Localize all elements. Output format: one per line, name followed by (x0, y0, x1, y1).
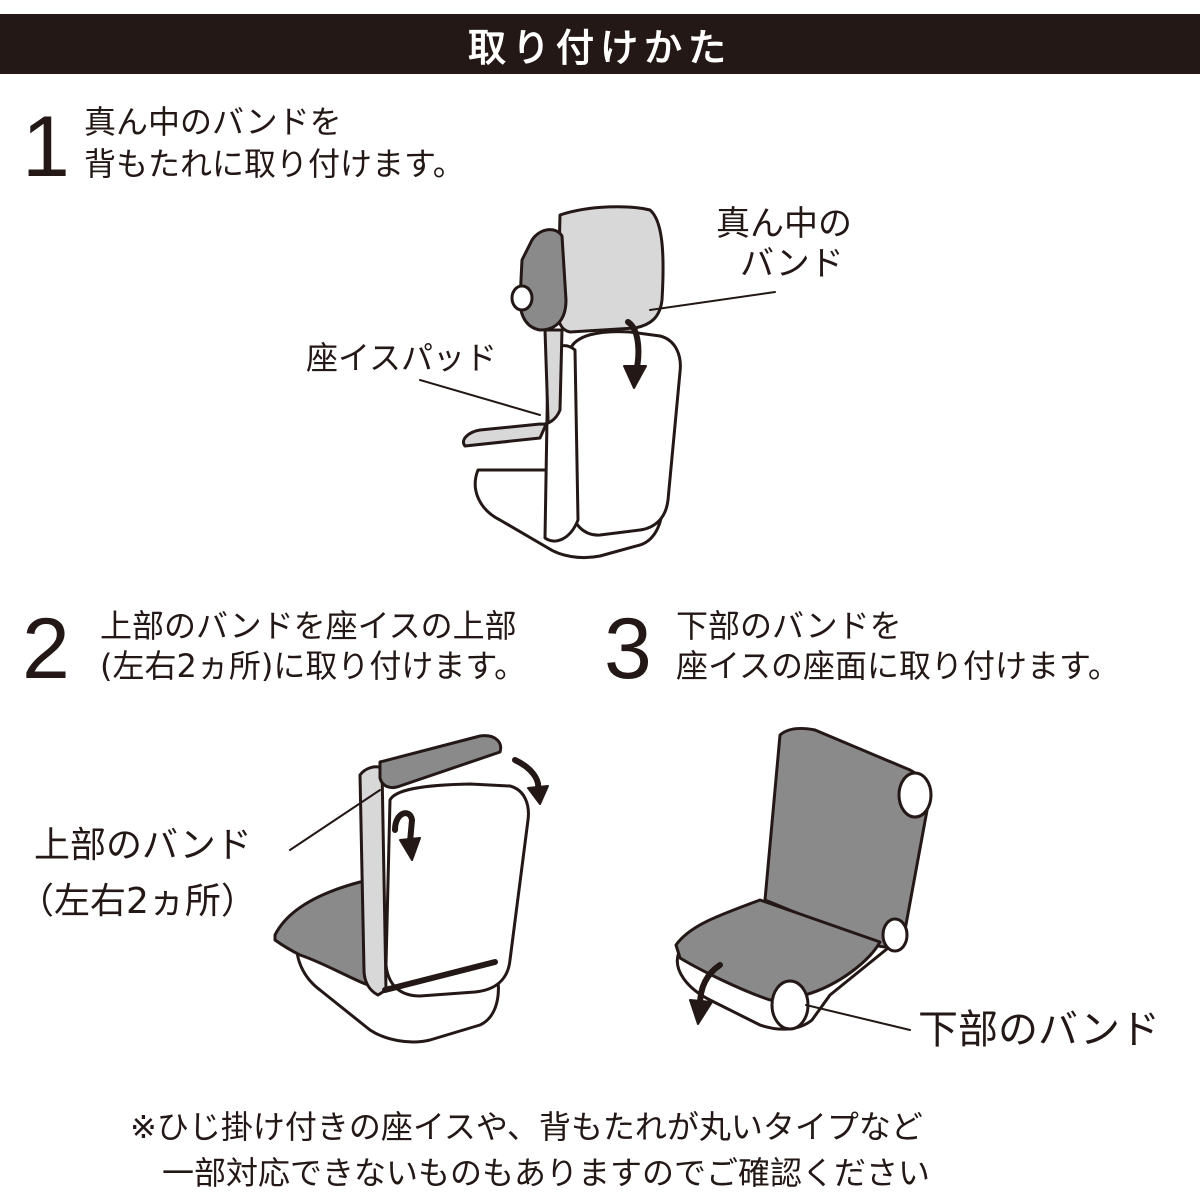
curved-arrow-left (392, 810, 415, 845)
down-arrow-3-head (689, 999, 713, 1025)
seat-pad-hanging (462, 328, 564, 448)
step-1-number: 1 (22, 99, 70, 195)
lower-band-leader (805, 1004, 911, 1031)
seat-pad-label: 座イスパッド (306, 339, 498, 377)
seat-3-lower-band-loop (770, 979, 810, 1031)
section-title: 取り付けかた (467, 25, 732, 70)
step-3-line-1: 下部のバンドを (676, 607, 902, 645)
band-knob (510, 284, 534, 312)
step-2-line-2: (左右2ヵ所)に取り付けます。 (100, 647, 527, 685)
seat-2-top-band (378, 734, 503, 790)
middle-band-leader (649, 291, 776, 311)
step-3-line-2: 座イスの座面に取り付けます。 (676, 647, 1120, 685)
seat-2-backrest (384, 782, 530, 998)
upper-band-label-line-1: 上部のバンド (34, 825, 252, 866)
curved-arrow-right-head (527, 785, 549, 805)
step-1-seat-illustration (419, 205, 776, 560)
upper-band-leader (289, 789, 381, 851)
section-title-bar: 取り付けかた (0, 14, 1200, 74)
step-1-line-2: 背もたれに取り付けます。 (84, 145, 465, 183)
seat-2-lower-band (382, 959, 498, 993)
seat-backrest (568, 330, 682, 537)
down-arrow-head (623, 365, 647, 389)
step-1-line-1: 真ん中のバンドを (84, 103, 342, 141)
curved-arrow-right (512, 757, 542, 793)
middle-band-label-line-1: 真ん中の (716, 204, 852, 244)
seat-pad-top (556, 205, 665, 334)
footnote-line-1: ※ひじ掛け付きの座イスや、背もたれが丸いタイプなど (130, 1108, 923, 1146)
seat-3-side-band-loop (881, 917, 909, 953)
seat-pad-inner (518, 228, 568, 332)
step-2-seat-illustration (273, 734, 549, 1044)
seat-3-seat-pad (674, 898, 882, 1002)
curved-arrow-left-head (399, 837, 421, 861)
seat-3-top-band-loop (897, 771, 933, 819)
step-2-line-1: 上部のバンドを座イスの上部 (100, 607, 517, 645)
middle-band-label-line-2: バンド (740, 244, 844, 284)
lower-band-label: 下部のバンド (918, 1007, 1160, 1053)
seat-2-pad-back (358, 765, 388, 997)
seat-2-pad-seat (273, 878, 386, 992)
upper-band-label-line-2: （左右2ヵ所） (18, 881, 257, 922)
step-2-number: 2 (22, 601, 70, 697)
footnote-line-2: 一部対応できないものもありますのでご確認ください (162, 1154, 931, 1192)
step-3-seat-illustration (674, 726, 933, 1031)
seat-pad-leader (419, 379, 541, 416)
step-3-number: 3 (604, 601, 652, 697)
